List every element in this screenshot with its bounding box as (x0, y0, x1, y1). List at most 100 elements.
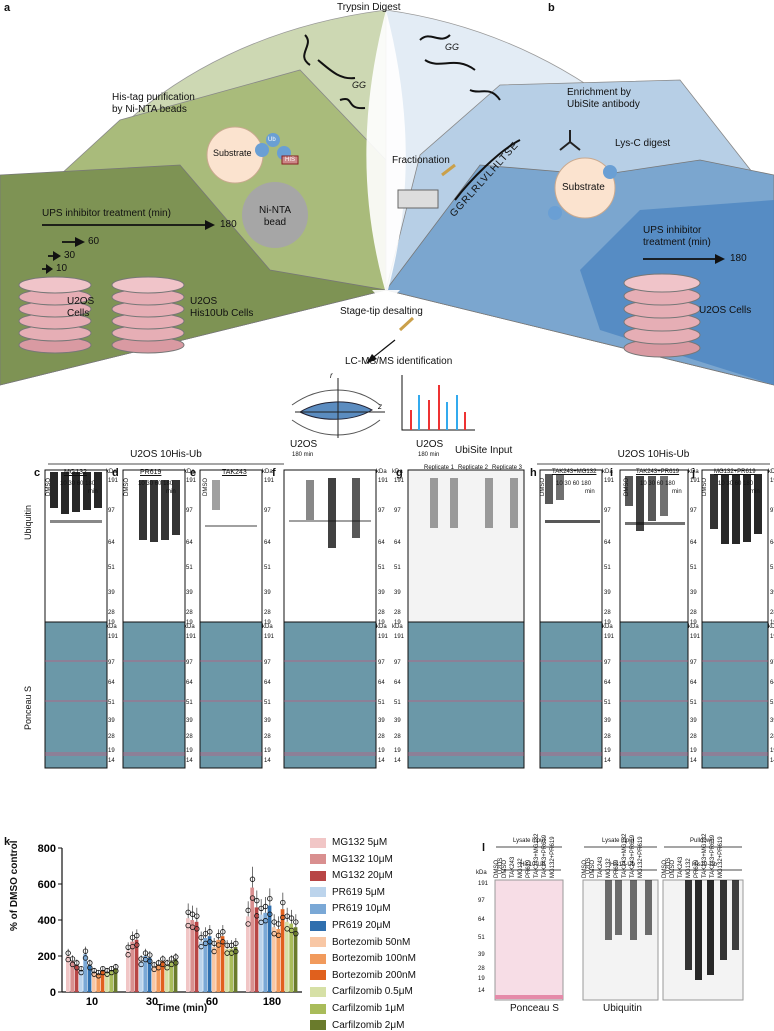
marker-upper: 19 (108, 620, 115, 626)
k-bar (220, 936, 225, 992)
g-rep1: Replicate 1 (424, 465, 455, 471)
k-bar (216, 939, 221, 992)
marker-lower: 64 (108, 680, 115, 686)
enrichment-label-1: Enrichment by (567, 87, 631, 98)
marker-lower: 64 (378, 680, 385, 686)
marker-lower: 51 (690, 700, 697, 706)
marker-lower: 19 (604, 748, 611, 754)
gg-label-a: GG (352, 80, 367, 90)
marker-upper: 19 (690, 620, 697, 626)
l-lane-label: PR619 (694, 859, 700, 878)
k-legend-label: Carfilzomib 1μM (332, 1003, 405, 1014)
marker-lower: 19 (770, 748, 774, 754)
marker-lower: 28 (264, 734, 271, 740)
center-arrow (366, 10, 406, 305)
ubisite-input-label: UbiSite Input (455, 445, 513, 456)
k-point (233, 940, 239, 947)
time-180-b: 180 (730, 253, 747, 264)
kda-label: kDa (688, 624, 699, 630)
k-point (293, 930, 299, 937)
substrate-label-a: Substrate (213, 148, 252, 158)
k-point (134, 942, 140, 948)
g-rep3: Replicate 3 (492, 465, 523, 471)
k-bar (83, 954, 88, 992)
marker-lower: 191 (770, 634, 774, 640)
k-point (271, 919, 277, 925)
marker-upper: 97 (394, 508, 401, 514)
kda-label: kDa (184, 624, 195, 630)
marker-lower: 28 (108, 734, 115, 740)
marker-lower: 51 (378, 700, 385, 706)
k-point (228, 942, 235, 949)
k-legend-item: MG132 20μM (310, 870, 393, 881)
k-bar (263, 912, 268, 992)
k-point (220, 939, 226, 945)
k-point (284, 913, 290, 919)
marker-upper: 51 (264, 565, 271, 571)
enrichment-label-2: UbiSite antibody (567, 99, 640, 110)
marker-lower: 97 (186, 660, 193, 666)
k-point (215, 932, 222, 939)
marker-upper: 64 (378, 540, 385, 546)
kda-label: kDa (768, 624, 774, 630)
k-bar (212, 947, 216, 992)
k-point (220, 929, 226, 935)
h-lanes: 10 30 60 180 (556, 481, 592, 487)
marker-lower: 39 (394, 718, 401, 724)
marker-lower: 97 (264, 660, 271, 666)
marker-upper: 97 (604, 508, 611, 514)
u2os-his-label-1: U2OS (190, 296, 218, 307)
ups-label-a: UPS inhibitor treatment (min) (42, 208, 171, 219)
i-min: min (672, 489, 682, 495)
marker-upper: 19 (394, 620, 401, 626)
marker-upper: 28 (770, 610, 774, 616)
e-title: TAK243 (222, 469, 247, 476)
marker-lower: 14 (378, 758, 385, 764)
marker-lower: 19 (690, 748, 697, 754)
marker-upper: 28 (264, 610, 271, 616)
k-bar (126, 950, 130, 992)
marker-lower: 64 (690, 680, 697, 686)
panel-label-h: h (530, 467, 537, 479)
marker-upper: 97 (690, 508, 697, 514)
u2os-cells-label-2: Cells (67, 308, 90, 319)
k-legend-label: MG132 5μM (332, 837, 388, 848)
marker-upper: 64 (690, 540, 697, 546)
kda-label: kDa (392, 624, 403, 630)
marker-upper: 97 (378, 508, 385, 514)
k-point (194, 913, 200, 919)
lcms-label: LC-MS/MS identification (345, 356, 453, 367)
marker-lower: 14 (394, 758, 401, 764)
l-marker: 14 (478, 988, 485, 994)
k-legend-swatch (310, 903, 326, 914)
l-lane-label: PR619 (526, 859, 532, 878)
k-bar (285, 921, 289, 992)
k-point (207, 929, 213, 935)
marker-lower: 51 (186, 700, 193, 706)
k-point (65, 950, 71, 956)
k-point (267, 911, 273, 917)
kda-label: kDa (262, 624, 273, 630)
k-legend-swatch (310, 870, 326, 881)
k-ytick-label: 0 (50, 987, 56, 999)
l-his10-2: His10-Ub (610, 862, 636, 868)
k-legend-swatch (310, 1003, 326, 1014)
marker-lower: 39 (108, 718, 115, 724)
k-point (91, 967, 97, 974)
marker-lower: 97 (604, 660, 611, 666)
k-bar (87, 965, 92, 992)
marker-lower: 28 (604, 734, 611, 740)
kda-label: kDa (688, 469, 699, 475)
k-bar (194, 921, 199, 992)
k-bar (113, 968, 118, 992)
kda-label: kDa (184, 469, 195, 475)
l-lane-label: DMSO (582, 860, 588, 878)
marker-lower: 191 (394, 634, 405, 640)
marker-lower: 51 (770, 700, 774, 706)
time-10-a: 10 (56, 263, 68, 274)
marker-lower: 19 (186, 748, 193, 754)
marker-upper: 28 (186, 610, 193, 616)
l-section-3: Pulldown (690, 838, 715, 844)
l-lane-label: DMSO (590, 860, 596, 878)
panel-label-b: b (548, 2, 555, 14)
